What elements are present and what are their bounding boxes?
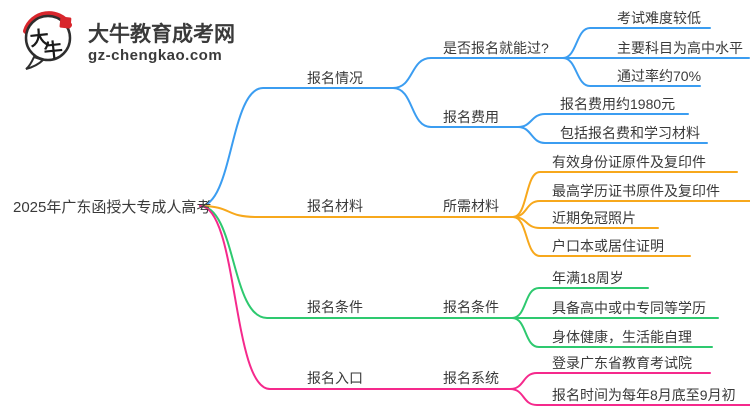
connector-qingkuang-to-nengguo: [392, 57, 564, 89]
leaf-baoming-shijian: 报名时间为每年8月底至9月初: [552, 387, 736, 403]
logo-badge-char-top: 大: [29, 26, 50, 51]
site-domain: gz-chengkao.com: [88, 47, 222, 64]
connector-leaf-nandu: [562, 27, 711, 59]
branch-baoming-qingkuang-lines: [199, 27, 750, 207]
node-shifou-nengguo: 是否报名就能过?: [443, 40, 549, 56]
connector-leaf-tongguolv: [562, 57, 701, 87]
root-node: 2025年广东函授大专成人高考: [13, 199, 211, 216]
leaf-hukou-juzhu: 户口本或居住证明: [552, 238, 664, 254]
leaf-baokuo-cailiao: 包括报名费和学习材料: [560, 125, 700, 141]
node-baoming-feiyong: 报名费用: [443, 109, 499, 125]
node-suoxu-cailiao: 所需材料: [443, 198, 499, 214]
node-baoming-qingkuang: 报名情况: [307, 70, 363, 86]
connector-leaf-nianman18: [511, 287, 649, 319]
logo-speech-bubble-icon: [24, 14, 72, 62]
connector-leaf-jiankang: [511, 317, 713, 348]
logo-bubble-tail-icon: [25, 55, 45, 70]
site-logo: 大 牛 大牛教育成考网 gz-chengkao.com: [23, 11, 235, 70]
leaf-nianman-18: 年满18周岁: [552, 270, 624, 286]
leaf-tongguolv: 通过率约70%: [617, 68, 701, 84]
branch-baoming-rukou-lines: [199, 205, 750, 406]
node-baoming-tiaojian-sub: 报名条件: [443, 299, 499, 315]
connector-leaf-denglu: [509, 372, 711, 390]
leaf-kaoshi-nandu: 考试难度较低: [617, 10, 701, 26]
leaf-shenfenzheng: 有效身份证原件及复印件: [552, 154, 706, 170]
node-baoming-xitong: 报名系统: [443, 370, 499, 386]
connector-root-to-qingkuang: [199, 87, 394, 207]
node-baoming-rukou: 报名入口: [307, 370, 363, 386]
leaf-mianguan-zhaopian: 近期免冠照片: [552, 210, 636, 226]
connector-root-to-cailiao: [199, 205, 514, 218]
logo-badge-char-bottom: 牛: [43, 38, 64, 63]
leaf-denglu-kaoshiyuan: 登录广东省教育考试院: [552, 355, 692, 371]
node-baoming-cailiao: 报名材料: [307, 198, 363, 214]
connector-leaf-shijian: [509, 388, 750, 406]
leaf-gaozhong-xueli: 具备高中或中专同等学历: [552, 300, 706, 316]
site-name: 大牛教育成考网: [88, 22, 235, 46]
leaf-xueli-zhengshu: 最高学历证书原件及复印件: [552, 183, 720, 199]
node-baoming-tiaojian: 报名条件: [307, 299, 363, 315]
connector-leaf-baokuo: [517, 126, 708, 144]
logo-seal-icon: [59, 16, 72, 29]
connector-root-to-rukou: [199, 205, 511, 390]
connector-root-to-tiaojian: [199, 205, 513, 319]
leaf-feiyong-1980: 报名费用约1980元: [560, 96, 675, 112]
branch-baoming-cailiao-lines: [199, 171, 750, 257]
connector-qingkuang-to-feiyong: [392, 87, 519, 128]
connector-leaf-hukou: [512, 216, 691, 257]
leaf-shenti-jiankang: 身体健康，生活能自理: [552, 329, 692, 345]
leaf-zhuyao-kemu: 主要科目为高中水平: [617, 40, 743, 56]
branch-baoming-tiaojian-lines: [199, 205, 719, 348]
